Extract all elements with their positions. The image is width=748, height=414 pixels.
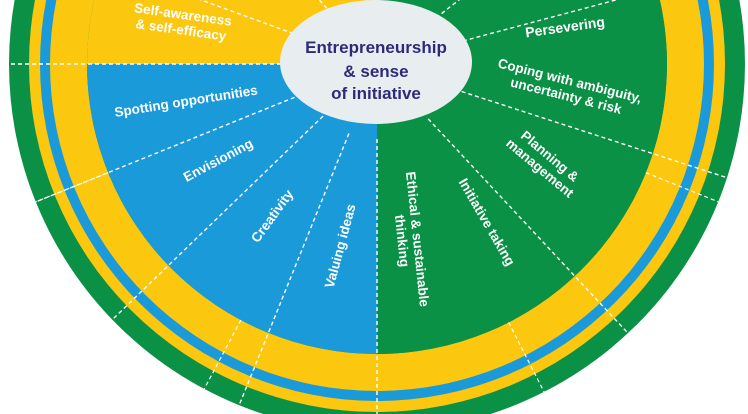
center-title-line-3: of initiative [331, 84, 421, 103]
ring-divider-line [203, 319, 242, 390]
ring-divider-line [35, 172, 109, 203]
ring-divider-line [645, 172, 719, 203]
center-title-line-1: Entrepreneurship [305, 38, 447, 57]
center-title-line-2: & sense [343, 62, 408, 81]
sector-ideas-region [87, 64, 377, 354]
center-ellipse [280, 0, 472, 124]
sector-dividers [9, 0, 728, 414]
segment-label-line: thinking [392, 214, 412, 268]
ring-divider-line [508, 322, 545, 393]
center-hub: Entrepreneurship & sense of initiative [280, 0, 472, 124]
